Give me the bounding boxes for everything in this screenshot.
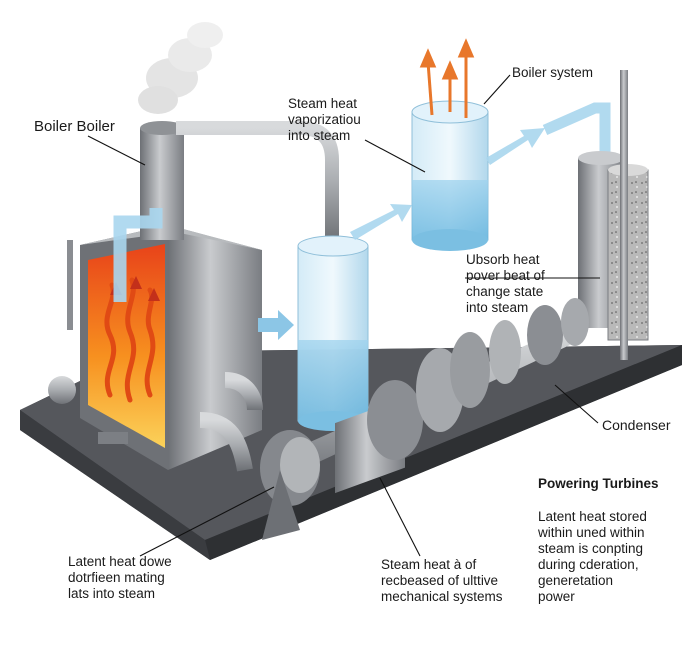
absorb-line-4: into steam (466, 299, 529, 315)
turbines-desc-line-1: Latent heat stored (538, 509, 647, 524)
turbines-desc-line-3: steam is conpting (538, 540, 644, 556)
steam-release-label: Steam heat à of recbeased of ulttive mec… (381, 557, 503, 605)
latent-line-3: lats into steam (68, 585, 156, 601)
steam-arrow-icon (258, 310, 294, 340)
boiler-unit (48, 121, 263, 472)
boiler-system-label: Boiler system (512, 65, 593, 81)
absorb-line-3: change state (466, 283, 544, 299)
turbine-assembly (260, 298, 589, 540)
latent-line-1: Latent heat dowe (68, 554, 172, 569)
boiler-system-tank (411, 100, 489, 251)
absorb-heat-label: Ubsorb heat pover beat of change state i… (466, 252, 545, 316)
boiler-label: Boiler Boiler (34, 118, 115, 136)
latent-line-2: dotrfieen mating (68, 569, 165, 585)
condenser-text: Condenser (602, 417, 671, 433)
steam-release-line-3: mechanical systems (381, 588, 503, 604)
steam-release-line-1: Steam heat à of (381, 557, 477, 572)
steam-tank-middle (297, 235, 369, 431)
absorb-line-1: Ubsorb heat (466, 252, 540, 267)
turbines-desc-line-2: within uned within (538, 524, 645, 540)
turbines-title-text: Powering Turbines (538, 476, 659, 491)
smoke-plume-icon (138, 22, 223, 114)
vaporization-label: Steam heat vaporizatiou into steam (288, 96, 361, 144)
boiler-label-text: Boiler Boiler (34, 118, 115, 135)
steam-flow-arrows (350, 102, 611, 240)
condenser-unit (578, 70, 649, 360)
condenser-label: Condenser (602, 417, 671, 434)
vaporization-line-1: Steam heat (288, 96, 358, 111)
steam-release-line-2: recbeased of ulttive (381, 572, 499, 588)
turbines-desc-line-4: during cderation, (538, 556, 639, 572)
turbines-desc-line-5: generetation (538, 572, 614, 588)
vaporization-line-2: vaporizatiou (288, 111, 361, 127)
turbines-description: Latent heat stored within uned within st… (538, 509, 647, 605)
steam-pipe (176, 121, 339, 240)
turbines-title: Powering Turbines (538, 476, 659, 492)
latent-heat-label: Latent heat dowe dotrfieen mating lats i… (68, 554, 172, 602)
vaporization-line-3: into steam (288, 127, 351, 143)
hot-steam-arrows-icon (419, 38, 475, 118)
absorb-line-2: pover beat of (466, 267, 545, 283)
leader-lines (87, 74, 600, 557)
boiler-system-text: Boiler system (512, 65, 594, 80)
turbines-desc-line-6: power (538, 588, 575, 604)
